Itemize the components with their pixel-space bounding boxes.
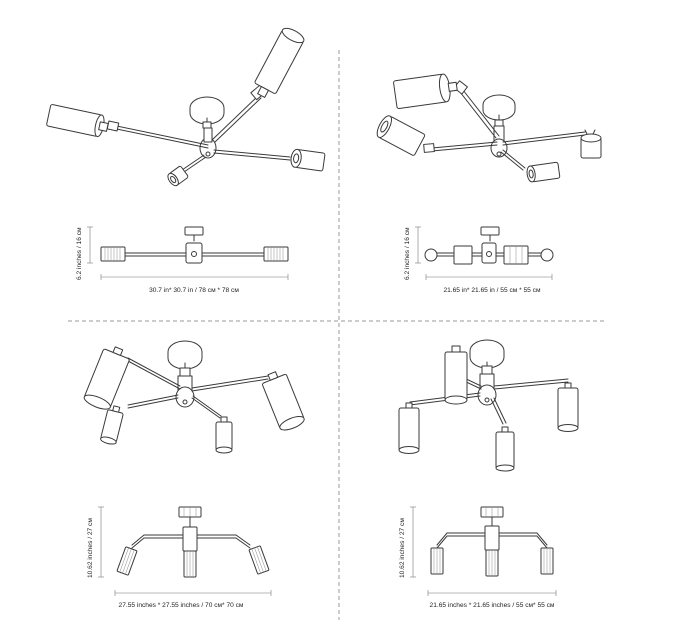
panel-3-side-view [116, 506, 270, 578]
panel-1: 6.2 inches / 16 см 30.7 in* 30.7 in / 78… [46, 27, 326, 294]
panel-4-perspective-drawing [398, 339, 579, 472]
grid-dividers [68, 50, 606, 620]
panel-1-width-dimension: 30.7 in* 30.7 in / 78 см * 78 см [100, 274, 289, 294]
panel-3-perspective-drawing [83, 340, 305, 454]
panel-1-perspective-drawing [46, 27, 326, 187]
panel-1-height-label: 6.2 inches / 16 см [76, 227, 83, 280]
panel-4-width-label: 21.65 inches * 21.65 inches / 55 см* 55 … [430, 602, 555, 609]
panel-4: 10.62 inches / 27 см 21.65 inches * 21.6… [398, 339, 579, 609]
panel-1-side-view [100, 226, 289, 264]
panel-4-height-dimension: 10.62 inches / 27 см [399, 506, 416, 578]
panel-1-height-dimension: 6.2 inches / 16 см [76, 226, 93, 280]
panel-2-width-dimension: 21.65 in* 21.65 in / 55 см * 55 см [425, 274, 553, 294]
panel-3-width-dimension: 27.55 inches * 27.55 inches / 70 см* 70 … [114, 590, 272, 609]
panel-3-width-label: 27.55 inches * 27.55 inches / 70 см* 70 … [119, 602, 244, 609]
panel-3: 10.62 inches / 27 см 27.55 inches * 27.5… [83, 340, 305, 609]
panel-1-width-label: 30.7 in* 30.7 in / 78 см * 78 см [149, 287, 239, 294]
panel-3-height-label: 10.62 inches / 27 см [87, 518, 94, 578]
panel-2-height-label: 6.2 inches / 16 см [404, 227, 411, 280]
panel-2-width-label: 21.65 in* 21.65 in / 55 см * 55 см [443, 287, 541, 294]
panel-2-height-dimension: 6.2 inches / 16 см [404, 226, 421, 280]
panel-4-side-view [430, 506, 554, 577]
panel-2-perspective-drawing [376, 73, 602, 183]
panel-4-width-dimension: 21.65 inches * 21.65 inches / 55 см* 55 … [427, 590, 557, 609]
panel-3-height-dimension: 10.62 inches / 27 см [87, 506, 104, 578]
panel-2-side-view [424, 226, 554, 265]
panel-2: 6.2 inches / 16 см 21.65 in* 21.65 in / … [376, 73, 602, 294]
panel-4-height-label: 10.62 inches / 27 см [399, 518, 406, 578]
